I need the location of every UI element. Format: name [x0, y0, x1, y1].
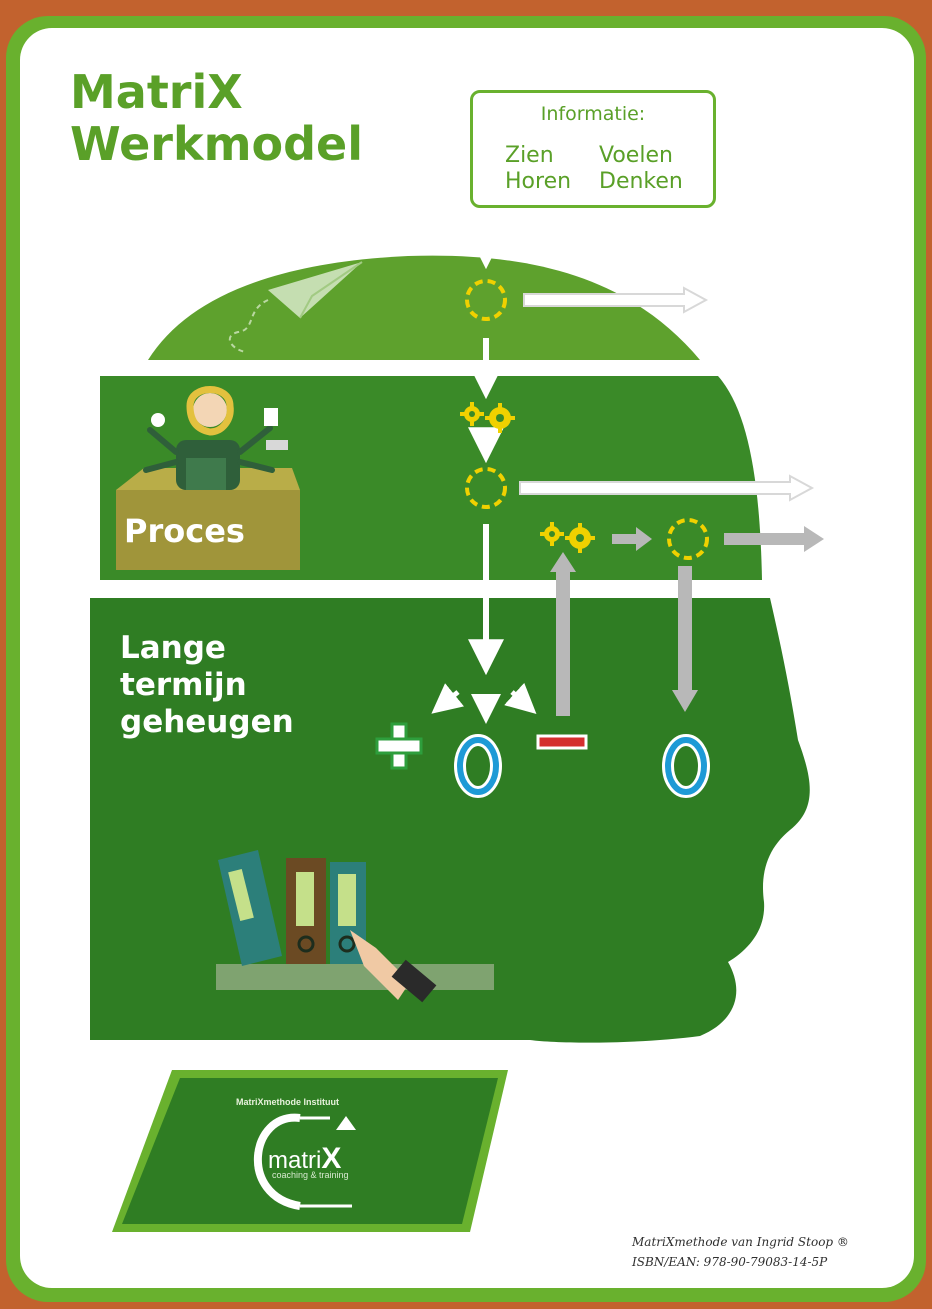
output-arrow-3 — [724, 526, 824, 552]
section-label-long-term-memory: Lange termijn geheugen — [120, 630, 294, 741]
working-memory-circle-icon — [465, 467, 507, 509]
logo-institute: MatriXmethode Instituut — [236, 1097, 339, 1107]
logo-word-b: X — [321, 1142, 342, 1175]
page-title: MatriX Werkmodel — [70, 66, 363, 170]
ltm-line-3: geheugen — [120, 704, 294, 740]
memory-ring-2-icon — [665, 737, 707, 795]
credit-line-2: ISBN/EAN: 978-90-79083-14-5P — [632, 1255, 828, 1269]
ltm-line-2: termijn — [120, 667, 247, 703]
process-arrow — [612, 527, 652, 551]
credit-line-1: MatriXmethode van Ingrid Stoop ® — [632, 1235, 849, 1249]
info-item-denken: Denken — [599, 169, 683, 194]
info-item-zien: Zien — [505, 143, 554, 168]
info-box: Informatie: Zien Voelen Horen Denken — [470, 90, 716, 208]
minus-icon — [536, 734, 588, 750]
section-label-proces: Proces — [124, 512, 245, 550]
logo-wordmark: matriX — [268, 1142, 341, 1176]
logo-word-a: matri — [268, 1147, 322, 1174]
title-line-1: MatriX — [70, 65, 243, 119]
ltm-line-1: Lange — [120, 630, 226, 666]
memory-ring-1-icon — [457, 737, 499, 795]
output-arrow-2 — [519, 474, 815, 502]
flow-arrows — [431, 210, 537, 724]
plus-icon — [375, 722, 423, 770]
logo-tagline: coaching & training — [272, 1170, 349, 1180]
binders-icon — [216, 850, 494, 1003]
matrix-logo-icon — [253, 1113, 356, 1210]
neck-panel — [122, 1078, 498, 1224]
credit: MatriXmethode van Ingrid Stoop ® ISBN/EA… — [632, 1232, 849, 1272]
gears-icon — [460, 402, 515, 433]
output-arrow-1 — [523, 286, 709, 314]
title-line-2: Werkmodel — [70, 117, 364, 171]
attention-circle-icon — [465, 279, 507, 321]
processing-circle-icon — [667, 518, 709, 560]
info-item-voelen: Voelen — [599, 143, 673, 168]
storage-arrow-down — [672, 566, 698, 712]
gears-icon-2 — [540, 522, 595, 553]
info-item-horen: Horen — [505, 169, 572, 194]
multitasking-woman-icon — [116, 386, 300, 570]
retrieval-arrow-up — [550, 552, 576, 716]
head-top-band — [148, 255, 700, 360]
paper-plane-icon — [228, 261, 363, 353]
info-heading: Informatie: — [540, 103, 646, 125]
